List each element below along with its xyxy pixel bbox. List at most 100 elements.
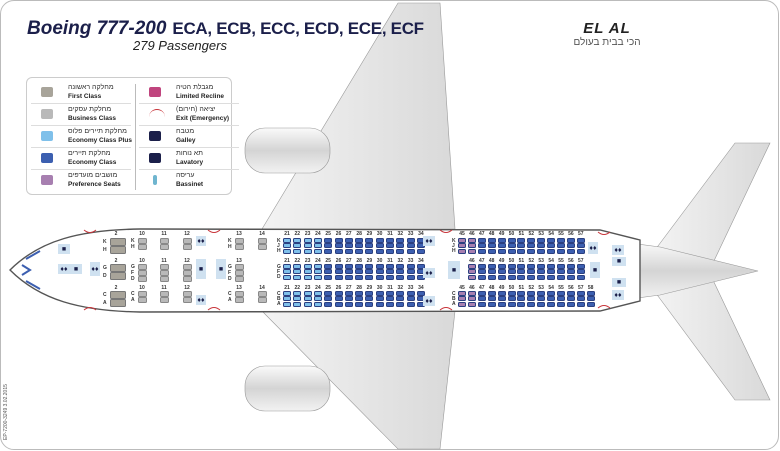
seat-economy-46K[interactable] <box>467 238 476 243</box>
seat-economy-56C[interactable] <box>566 291 575 296</box>
seat-business-12D[interactable] <box>183 276 192 282</box>
seat-economy-29B[interactable] <box>365 296 374 302</box>
seat-economy-56B[interactable] <box>566 296 575 302</box>
seat-economy-49J[interactable] <box>497 243 506 249</box>
seat-economy-30K[interactable] <box>375 238 384 243</box>
seat-economy-32K[interactable] <box>396 238 405 243</box>
seat-economy-28A[interactable] <box>355 301 364 307</box>
seat-economy-28F[interactable] <box>355 269 364 275</box>
seat-business-11F[interactable] <box>160 270 169 276</box>
seat-economy-31K[interactable] <box>386 238 394 243</box>
seat-business-14K[interactable] <box>258 238 267 244</box>
seat-economy-30C[interactable] <box>375 291 384 296</box>
seat-economy-58C[interactable] <box>586 291 595 296</box>
seat-business-11K[interactable] <box>160 238 169 244</box>
seat-economy-57H[interactable] <box>576 248 585 254</box>
seat-economy-57A[interactable] <box>576 301 585 307</box>
seat-economy-53H[interactable] <box>537 248 546 254</box>
seat-economy-54D[interactable] <box>547 274 556 280</box>
seat-first-2D[interactable] <box>110 272 126 280</box>
seat-business-13G[interactable] <box>235 264 244 270</box>
seat-business-10A[interactable] <box>138 297 147 303</box>
seat-economy-23J[interactable] <box>303 243 312 249</box>
seat-economy-21D[interactable] <box>283 274 291 280</box>
seat-economy-29K[interactable] <box>365 238 374 243</box>
seat-economy-28K[interactable] <box>355 238 364 243</box>
seat-economy-52C[interactable] <box>527 291 536 296</box>
seat-economy-32J[interactable] <box>396 243 405 249</box>
seat-economy-25A[interactable] <box>324 301 333 307</box>
seat-economy-54A[interactable] <box>547 301 556 307</box>
seat-economy-49B[interactable] <box>497 296 506 302</box>
seat-economy-29F[interactable] <box>365 269 374 275</box>
seat-economy-50G[interactable] <box>507 264 516 269</box>
seat-economy-21C[interactable] <box>283 291 291 296</box>
seat-business-13K[interactable] <box>235 238 244 244</box>
seat-economy-29H[interactable] <box>365 248 374 254</box>
seat-economy-57C[interactable] <box>576 291 585 296</box>
seat-economy-27G[interactable] <box>344 264 353 269</box>
seat-economy-53B[interactable] <box>537 296 546 302</box>
seat-economy-21F[interactable] <box>283 269 291 275</box>
seat-economy-33K[interactable] <box>406 238 415 243</box>
seat-economy-51C[interactable] <box>517 291 526 296</box>
seat-economy-52D[interactable] <box>527 274 536 280</box>
seat-business-13A[interactable] <box>235 297 244 303</box>
seat-economy-53F[interactable] <box>537 269 546 275</box>
seat-economy-30A[interactable] <box>375 301 384 307</box>
seat-economy-28C[interactable] <box>355 291 364 296</box>
seat-economy-47J[interactable] <box>477 243 486 249</box>
seat-economy-25K[interactable] <box>324 238 333 243</box>
seat-economy-24A[interactable] <box>313 301 322 307</box>
seat-economy-28D[interactable] <box>355 274 364 280</box>
seat-economy-48F[interactable] <box>487 269 496 275</box>
seat-economy-56D[interactable] <box>566 274 575 280</box>
seat-economy-54J[interactable] <box>547 243 556 249</box>
seat-economy-23K[interactable] <box>303 238 312 243</box>
seat-economy-45A[interactable] <box>458 301 466 307</box>
seat-economy-34G[interactable] <box>416 264 425 269</box>
seat-economy-24G[interactable] <box>313 264 322 269</box>
seat-economy-54K[interactable] <box>547 238 556 243</box>
seat-economy-46D[interactable] <box>467 274 476 280</box>
seat-economy-53A[interactable] <box>537 301 546 307</box>
seat-economy-51K[interactable] <box>517 238 526 243</box>
seat-economy-52G[interactable] <box>527 264 536 269</box>
seat-business-12F[interactable] <box>183 270 192 276</box>
seat-business-13C[interactable] <box>235 291 244 297</box>
seat-business-14C[interactable] <box>258 291 267 297</box>
seat-economy-56J[interactable] <box>566 243 575 249</box>
seat-economy-21K[interactable] <box>283 238 291 243</box>
seat-economy-55D[interactable] <box>557 274 565 280</box>
seat-economy-46B[interactable] <box>467 296 476 302</box>
seat-economy-23H[interactable] <box>303 248 312 254</box>
seat-economy-26H[interactable] <box>334 248 343 254</box>
seat-economy-50D[interactable] <box>507 274 516 280</box>
seat-economy-31C[interactable] <box>386 291 394 296</box>
seat-economy-27F[interactable] <box>344 269 353 275</box>
seat-business-10C[interactable] <box>138 291 147 297</box>
seat-economy-24K[interactable] <box>313 238 322 243</box>
seat-economy-34H[interactable] <box>416 248 425 254</box>
seat-economy-22G[interactable] <box>293 264 302 269</box>
seat-economy-45K[interactable] <box>458 238 466 243</box>
seat-economy-55F[interactable] <box>557 269 565 275</box>
seat-economy-22C[interactable] <box>293 291 302 296</box>
seat-economy-25B[interactable] <box>324 296 333 302</box>
seat-business-10D[interactable] <box>138 276 147 282</box>
seat-economy-25F[interactable] <box>324 269 333 275</box>
seat-economy-24H[interactable] <box>313 248 322 254</box>
seat-economy-32C[interactable] <box>396 291 405 296</box>
seat-economy-23D[interactable] <box>303 274 312 280</box>
seat-business-13H[interactable] <box>235 244 244 250</box>
seat-economy-58B[interactable] <box>586 296 595 302</box>
seat-economy-23F[interactable] <box>303 269 312 275</box>
seat-economy-26K[interactable] <box>334 238 343 243</box>
seat-economy-27H[interactable] <box>344 248 353 254</box>
seat-economy-56H[interactable] <box>566 248 575 254</box>
seat-economy-26A[interactable] <box>334 301 343 307</box>
seat-economy-22F[interactable] <box>293 269 302 275</box>
seat-first-2G[interactable] <box>110 264 126 272</box>
seat-economy-45H[interactable] <box>458 248 466 254</box>
seat-economy-23C[interactable] <box>303 291 312 296</box>
